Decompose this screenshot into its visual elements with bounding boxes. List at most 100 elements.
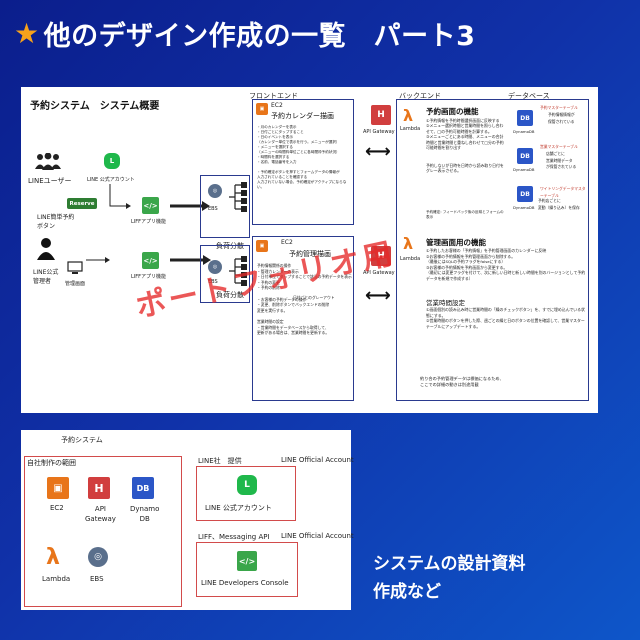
liff-app-label-2: LIFFアプリ機能 — [131, 274, 167, 280]
dynamodb-label-2: DynamoDB — [513, 167, 535, 172]
reserve-button[interactable]: Reserve — [67, 198, 97, 209]
bidirectional-arrow-2: ⟷ — [365, 285, 391, 306]
service-scope-panel: 予約システム 自社制作の範囲 ▣ EC2 H API Gateway DB Dy… — [21, 430, 354, 610]
ec2-label-2: EC2 — [281, 239, 293, 246]
star-icon: ★ — [14, 17, 40, 50]
ec2-management-box: ▣ EC2 予約管理描画 予約情報関係の操作 ・管理カレンダーの表示 ・日付単位… — [252, 236, 354, 401]
dynamodb-icon-1: DB — [517, 110, 533, 126]
line-account-icon: L — [104, 153, 120, 169]
load-balancer-tree-icon-2 — [227, 254, 249, 288]
db-table-title-1: 予約マスターテーブル — [540, 105, 578, 110]
ec2-subtext-2: 日付ごとのグレーアウト — [293, 295, 335, 300]
scope-panel-title: 予約システム — [61, 436, 103, 444]
line-provide-box: L LINE 公式アカウント — [196, 466, 296, 521]
api-gateway-icon: H — [88, 477, 110, 499]
backend-reserve-text: ①予約情報を予約時間選択画面に反映する ②メニュー選択時間と営業時間を照らし合わ… — [426, 118, 504, 151]
db-table-text-2: 店舗ごとに 営業時間データ が保管されている — [546, 151, 577, 169]
db-table-title-3: ワイトリングデータマスターテーブル — [540, 186, 586, 198]
ec2-label-1: EC2 — [271, 102, 283, 109]
banner-title: ★ 他のデザイン作成の一覧 パート3 — [14, 14, 475, 53]
api-gateway-label-2: API Gateway — [363, 270, 395, 276]
line-developers-console-icon: </> — [237, 551, 257, 571]
lambda-label-2: Lambda — [400, 256, 421, 262]
backend-admin-title: 管理画面用の機能 — [426, 238, 486, 247]
caption-line-2: 作成など — [373, 582, 441, 602]
load-balancer-group-2: ◎ EBS — [200, 245, 250, 303]
line-developers-console-label: LINE Developers Console — [201, 579, 289, 587]
ebs-icon-1: ◎ — [208, 184, 222, 198]
line-official-label-2: LINE Official Account — [281, 532, 354, 540]
admin-screen-icon — [67, 260, 83, 274]
backend-footer-note: 約り合の予約管理データは標価になるため、 ここでの詳細の動きは別途用載 — [420, 376, 504, 387]
lambda-icon-2: λ — [403, 234, 414, 253]
dynamodb-panel: DB DynamoDB 予約マスターテーブル 予約情報情報が 保管されている D… — [510, 102, 588, 222]
ebs-label: EBS — [90, 575, 104, 583]
ec2-title-2: 予約管理描画 — [289, 250, 331, 258]
architecture-diagram-panel: 予約システム システム概要 フロントエンド バックエンド データベース LINE… — [21, 87, 598, 413]
diagram-title: 予約システム システム概要 — [30, 101, 160, 112]
line-user-label: LINEユーザー — [28, 177, 72, 185]
bidirectional-arrow-1: ⟷ — [365, 141, 391, 162]
api-gateway-label: API Gateway — [85, 505, 116, 523]
dynamodb-label-1: DynamoDB — [513, 129, 535, 134]
lambda-label-1: Lambda — [400, 126, 421, 132]
ec2-icon: ▣ — [47, 477, 69, 499]
dynamodb-icon-2: DB — [517, 148, 533, 164]
liff-app-icon-2: </> — [142, 252, 159, 269]
db-table-text-3: 予約店ごとに 変動（繰り込み）を保存 — [538, 198, 580, 210]
liff-app-label-1: LIFFアプリ機能 — [131, 219, 167, 225]
liff-app-icon-1: </> — [142, 197, 159, 214]
line-official-account-icon: L — [237, 475, 257, 495]
api-gateway-icon-1: H — [371, 105, 391, 125]
database-header: データベース — [508, 92, 550, 100]
ec2-title-1: 予約カレンダー描画 — [271, 112, 334, 120]
admin-label: LINE公式 管理者 — [33, 269, 59, 285]
api-gateway-icon-2: H — [371, 246, 391, 266]
frontend-header: フロントエンド — [249, 92, 298, 100]
db-table-text-1: 予約情報情報が 保管されている — [548, 112, 575, 124]
own-scope-box: 自社制作の範囲 ▣ EC2 H API Gateway DB Dynamo DB… — [24, 456, 182, 607]
load-balancer-label-1: 負荷分散 — [216, 242, 244, 250]
reserve-button-label: Reserve — [69, 200, 95, 207]
dynamodb-icon: DB — [132, 477, 154, 499]
own-scope-label: 自社制作の範囲 — [27, 459, 76, 467]
line-official-account-label: LINE 公式アカウント — [205, 504, 272, 512]
ec2-label: EC2 — [50, 504, 64, 512]
flow-arrows-row1 — [109, 184, 210, 211]
caption-line-1: システムの設計資料 — [373, 554, 526, 574]
lambda-icon: λ — [46, 545, 60, 570]
ec2-calendar-box: ▣ EC2 予約カレンダー描画 ・月のカレンダーを表示 ・日付ごとにタップするこ… — [252, 99, 354, 225]
api-gateway-label-1: API Gateway — [363, 129, 395, 135]
line-users-icon — [34, 152, 62, 171]
ebs-icon: ◎ — [88, 547, 108, 567]
lambda-icon-1: λ — [403, 106, 414, 125]
admin-screen-label: 管理画面 — [65, 281, 86, 287]
admin-person-icon — [37, 238, 55, 260]
ec2-text-2: 予約情報関係の操作 ・管理カレンダーの表示 ・日付単位でタップすることで該当の予… — [257, 263, 352, 336]
liff-messaging-label: LIFF、Messaging API — [198, 533, 270, 541]
lambda-label: Lambda — [42, 575, 71, 583]
dynamodb-label-3: DynamoDB — [513, 205, 535, 210]
backend-reserve-tail: 予約しないが日時を日時から読み取り日付をグレー表示させる。 — [426, 163, 504, 174]
liff-messaging-box: </> LINE Developers Console — [196, 542, 298, 597]
business-hours-text: ①画面個別の読み込み時に営業時間の「繰のチェックボタン」を、すでに埋め込んでいる… — [426, 307, 585, 329]
line-official-label-1: LINE Official Account — [281, 456, 354, 464]
ebs-label-1: EBS — [208, 206, 218, 212]
backend-header: バックエンド — [399, 92, 441, 100]
ec2-icon-2: ▣ — [256, 240, 268, 252]
backend-reserve-extra: 予約確定: フィードバック後の反映とフォームの表示 — [426, 210, 504, 219]
db-table-title-2: 営業マスターテーブル — [540, 144, 578, 149]
load-balancer-tree-icon-1 — [227, 180, 249, 214]
ec2-icon-1: ▣ — [256, 103, 268, 115]
reserve-menu-label: LINE簡単予約 ボタン — [37, 214, 75, 230]
dynamodb-label: Dynamo DB — [130, 505, 160, 523]
ec2-text-1: ・月のカレンダーを表示 ・日付ごとにタップすること ・日のイベントを表示 （カレ… — [257, 125, 347, 189]
dynamodb-icon-3: DB — [517, 186, 533, 202]
backend-box: λ Lambda 予約画面の機能 ①予約情報を予約時間選択画面に反映する ②メニ… — [396, 99, 589, 401]
ebs-icon-2: ◎ — [208, 260, 222, 274]
line-account-label: LINE 公式アカウント — [87, 177, 135, 183]
flow-arrows-row2 — [86, 255, 211, 265]
load-balancer-group-1: ◎ EBS — [200, 175, 250, 238]
line-provide-label: LINE社 提供 — [198, 457, 242, 465]
backend-admin-text: ①予約したお客様の「予約情報」を予約管理画面のカレンダーに反映 ②お客様の予約情… — [426, 248, 586, 281]
